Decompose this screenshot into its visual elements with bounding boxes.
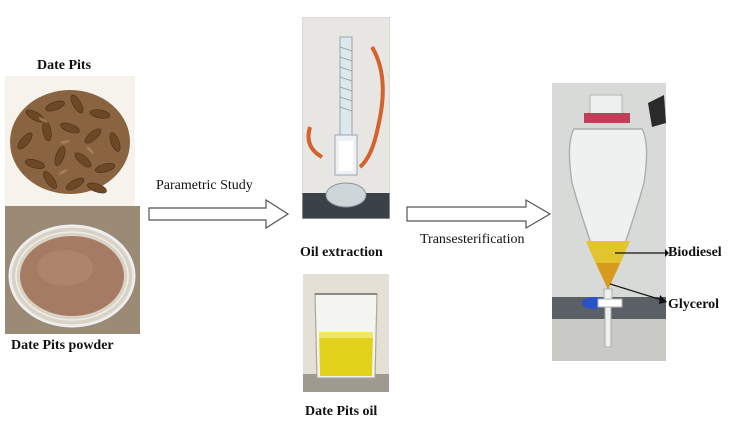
date-pits-oil-beaker-image — [303, 274, 389, 392]
date-pits-powder-image — [5, 206, 140, 334]
glycerol-label: Glycerol — [668, 297, 720, 312]
glycerol-pointer — [610, 283, 667, 304]
process-arrow-2 — [406, 198, 552, 230]
date-pits-oil-label: Date Pits oil — [305, 404, 378, 419]
separatory-funnel-photo — [552, 83, 666, 361]
soxhlet-extraction-image — [302, 17, 390, 219]
process-arrow-1 — [148, 198, 290, 230]
biodiesel-label: Biodiesel — [668, 245, 722, 260]
date-pits-photo — [5, 76, 135, 206]
parametric-study-label: Parametric Study — [156, 178, 253, 193]
date-pits-image — [10, 90, 130, 194]
date-pits-powder-photo — [5, 206, 140, 334]
separatory-funnel-image — [552, 83, 666, 361]
date-pits-label: Date Pits — [37, 58, 92, 73]
soxhlet-extraction-photo — [302, 17, 390, 219]
biodiesel-pointer — [615, 249, 669, 257]
transesterification-label: Transesterification — [420, 232, 525, 247]
date-pits-oil-beaker-photo — [303, 274, 389, 392]
date-pits-powder-label: Date Pits powder — [11, 338, 114, 353]
oil-extraction-label: Oil extraction — [300, 245, 383, 260]
